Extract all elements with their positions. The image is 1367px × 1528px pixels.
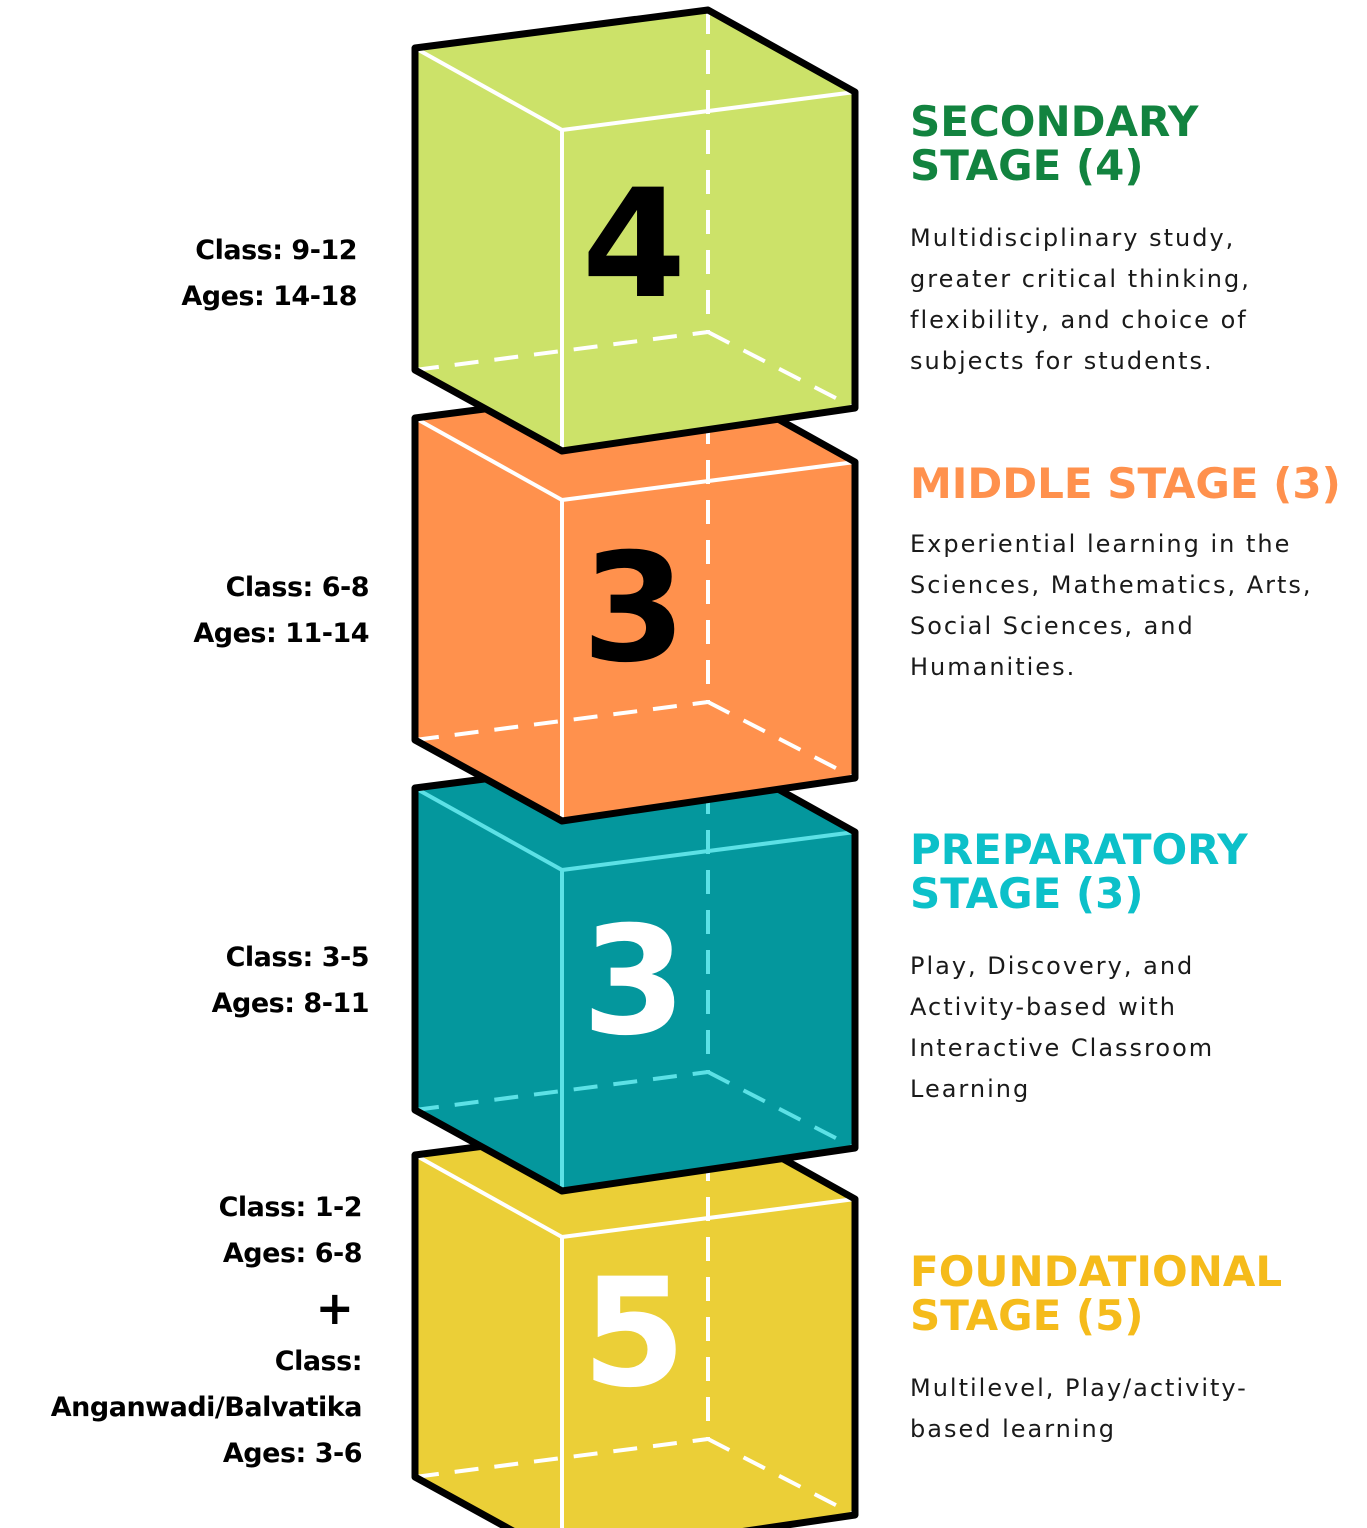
foundational-stage-description: Multilevel, Play/activity-based learning (910, 1374, 1248, 1443)
preparatory-ages-label: Ages: 8-11 (211, 988, 370, 1019)
foundational-top-right-edge (561, 1197, 856, 1239)
secondary-class-label: Class: 9-12 (195, 235, 357, 266)
preparatory-back-left-edge (414, 1070, 709, 1112)
preparatory-cube: 3 (411, 746, 859, 1195)
foundational-cube-number: 5 (582, 1247, 686, 1421)
foundational-class-label: Class: 1-2 (218, 1192, 363, 1223)
preparatory-top-right-edge (561, 830, 856, 872)
secondary-title-line-2: STAGE (4) (910, 141, 1144, 190)
plus-icon: + (315, 1281, 354, 1335)
middle-stage-title: MIDDLE STAGE (3) (910, 462, 1360, 506)
foundational-back-left-edge (414, 1437, 709, 1479)
secondary-cube-outline (411, 6, 859, 455)
secondary-cube: 4 (411, 6, 859, 455)
foundational-extra-ages-label: Ages: 3-6 (222, 1438, 363, 1469)
foundational-back-right-edge (707, 1437, 856, 1517)
foundational-top-front-edge (414, 1153, 563, 1239)
middle-class-label: Class: 6-8 (225, 572, 370, 603)
preparatory-stage-title: PREPARATORY STAGE (3) (910, 828, 1360, 916)
preparatory-cube-number: 3 (582, 895, 686, 1069)
foundational-ages-label: Ages: 6-8 (222, 1238, 363, 1269)
middle-top-right-edge (561, 460, 856, 502)
middle-cube-face (415, 380, 855, 821)
foundational-title-line-1: FOUNDATIONAL (910, 1247, 1283, 1296)
foundational-extra-class-label: Class: (274, 1346, 363, 1377)
middle-class-ages: Class: 6-8 Ages: 11-14 (193, 565, 369, 657)
secondary-cube-face (415, 10, 855, 451)
preparatory-title-line-2: STAGE (3) (910, 869, 1144, 918)
secondary-stage-description: Multidisciplinary study, greater critica… (910, 224, 1251, 375)
preparatory-cube-face (415, 750, 855, 1191)
middle-ages-label: Ages: 11-14 (193, 618, 369, 649)
preparatory-top-front-edge (414, 786, 563, 872)
secondary-top-front-edge (414, 46, 563, 132)
secondary-title-line-1: SECONDARY (910, 97, 1199, 146)
secondary-cube-number: 4 (582, 158, 686, 332)
secondary-stage-title: SECONDARY STAGE (4) (910, 100, 1360, 188)
preparatory-title-line-1: PREPARATORY (910, 825, 1248, 874)
foundational-extra-class-value: Anganwadi/Balvatika (50, 1392, 363, 1423)
middle-back-left-edge (414, 700, 709, 742)
middle-cube: 3 (411, 376, 859, 825)
secondary-back-right-edge (707, 330, 856, 410)
preparatory-class-label: Class: 3-5 (225, 942, 370, 973)
middle-title-line-1: MIDDLE STAGE (3) (910, 459, 1341, 508)
middle-top-front-edge (414, 416, 563, 502)
foundational-class-ages: Class: 1-2 Ages: 6-8 + Class: Anganwadi/… (50, 1185, 363, 1477)
middle-cube-number: 3 (582, 522, 686, 696)
secondary-back-left-edge (414, 330, 709, 372)
secondary-ages-label: Ages: 14-18 (181, 281, 357, 312)
preparatory-back-right-edge (707, 1070, 856, 1150)
foundational-stage-title: FOUNDATIONAL STAGE (5) (910, 1250, 1360, 1338)
middle-stage-description: Experiential learning in the Sciences, M… (910, 530, 1313, 681)
preparatory-stage-description: Play, Discovery, and Activity-based with… (910, 952, 1215, 1103)
secondary-top-right-edge (561, 90, 856, 132)
foundational-title-line-2: STAGE (5) (910, 1291, 1144, 1340)
foundational-cube-face (415, 1117, 855, 1528)
preparatory-class-ages: Class: 3-5 Ages: 8-11 (211, 935, 370, 1027)
middle-back-right-edge (707, 700, 856, 780)
secondary-class-ages: Class: 9-12 Ages: 14-18 (181, 228, 357, 320)
foundational-cube: 5 (411, 1113, 859, 1528)
